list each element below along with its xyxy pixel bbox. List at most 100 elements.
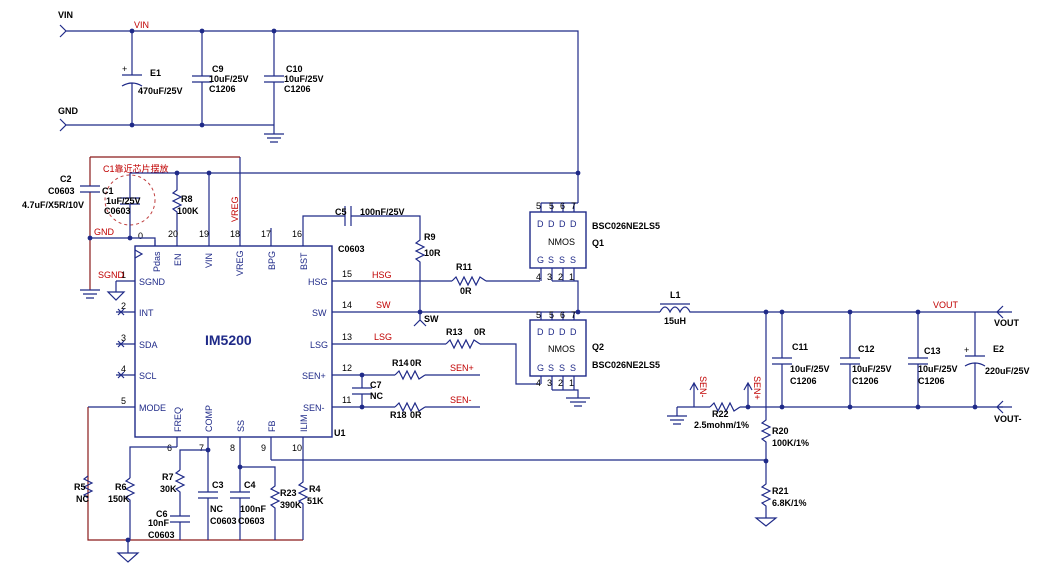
svg-text:SS: SS (236, 420, 246, 432)
svg-text:C9: C9 (212, 64, 224, 74)
svg-text:E1: E1 (150, 68, 161, 78)
capacitor-c7: C7 NC (352, 375, 383, 407)
svg-text:10uF/25V: 10uF/25V (918, 364, 958, 374)
svg-text:0R: 0R (474, 327, 486, 337)
vin-port-label: VIN (58, 10, 73, 20)
svg-text:C3: C3 (212, 480, 224, 490)
svg-text:D: D (559, 219, 566, 229)
svg-text:C1206: C1206 (918, 376, 945, 386)
svg-text:1: 1 (569, 272, 574, 282)
svg-text:17: 17 (261, 229, 271, 239)
svg-text:2.5mohm/1%: 2.5mohm/1% (694, 420, 749, 430)
svg-text:1: 1 (121, 270, 126, 280)
resistor-r22: R22 2.5mohm/1% (694, 401, 749, 430)
svg-text:220uF/25V: 220uF/25V (985, 366, 1030, 376)
capacitor-c3: C3 NC C0603 (198, 480, 237, 540)
capacitor-c2: C2 C0603 4.7uF/X5R/10V (22, 157, 100, 290)
svg-text:HSG: HSG (308, 277, 328, 287)
svg-text:30K: 30K (160, 484, 177, 494)
capacitor-c13: C13 10uF/25V C1206 (908, 312, 958, 407)
svg-text:C1206: C1206 (790, 376, 817, 386)
svg-text:R5: R5 (74, 482, 86, 492)
svg-text:11: 11 (342, 395, 351, 405)
vout-port-arrow (996, 305, 1012, 319)
resistor-r20: R20 100K/1% (760, 312, 809, 461)
svg-text:C11: C11 (792, 342, 808, 352)
svg-text:SW: SW (376, 300, 391, 310)
svg-text:R18: R18 (390, 410, 407, 420)
svg-text:R23: R23 (280, 488, 297, 498)
svg-text:C0603: C0603 (104, 206, 131, 216)
svg-text:C1206: C1206 (284, 84, 311, 94)
svg-text:SGND: SGND (139, 277, 166, 287)
svg-text:100nF: 100nF (240, 504, 267, 514)
svg-text:VREG: VREG (230, 196, 240, 222)
svg-text:SEN+: SEN+ (450, 363, 474, 373)
svg-text:COMP: COMP (204, 405, 214, 432)
svg-text:6: 6 (560, 201, 565, 211)
svg-text:SDA: SDA (139, 340, 158, 350)
resistor-r18: R18 0R (390, 401, 426, 420)
capacitor-c12: C12 10uF/25V C1206 (840, 312, 892, 407)
svg-text:10uF/25V: 10uF/25V (284, 74, 324, 84)
svg-text:S: S (548, 255, 554, 265)
resistor-r11: R11 0R (451, 262, 487, 296)
svg-text:HSG: HSG (372, 270, 392, 280)
compensation-network: R5 NC R6 150K R7 30K C6 10nF C0603 C3 NC (74, 407, 766, 563)
svg-text:VIN: VIN (204, 253, 214, 268)
svg-text:10R: 10R (424, 248, 441, 258)
sgnd-symbol (106, 281, 126, 301)
ic-supply-decoupling: VREG C1靠近芯片摆放 C2 C0603 4.7uF/X5R/10V C1 … (22, 156, 581, 301)
capacitor-c11: C11 10uF/25V C1206 (772, 312, 830, 407)
svg-text:8: 8 (230, 443, 235, 453)
svg-text:SEN-: SEN- (698, 376, 708, 398)
svg-text:R6: R6 (115, 482, 127, 492)
svg-text:2: 2 (558, 272, 563, 282)
svg-text:SEN+: SEN+ (302, 371, 326, 381)
svg-text:E2: E2 (993, 344, 1004, 354)
ic-left-pins: 1 SGND 2 INT 3 SDA 4 SCL 5 MODE (88, 270, 166, 413)
svg-text:0R: 0R (410, 358, 422, 368)
svg-text:BPG: BPG (267, 251, 277, 270)
svg-text:19: 19 (199, 229, 209, 239)
svg-text:5: 5 (536, 201, 541, 211)
capacitor-c9: C9 10uF/25V C1206 (192, 31, 249, 125)
svg-text:10nF: 10nF (148, 518, 170, 528)
svg-text:C12: C12 (858, 344, 875, 354)
capacitor-e2: + E2 220uF/25V (964, 312, 1030, 407)
svg-text:1uF/25V: 1uF/25V (106, 196, 141, 206)
resistor-r5: R5 NC (74, 475, 94, 504)
svg-text:100K/1%: 100K/1% (772, 438, 809, 448)
svg-text:NC: NC (76, 494, 89, 504)
svg-text:C1206: C1206 (209, 84, 236, 94)
svg-text:7: 7 (571, 310, 576, 320)
svg-text:S: S (548, 363, 554, 373)
svg-text:5: 5 (536, 310, 541, 320)
svg-text:C6: C6 (156, 509, 168, 519)
svg-text:R8: R8 (181, 194, 193, 204)
svg-text:Q1: Q1 (592, 238, 604, 248)
ic-top-pins: 0 Pdas 20 EN 19 VIN 18 VREG 17 BPG 16 BS… (138, 157, 309, 276)
placement-note: C1靠近芯片摆放 (103, 163, 169, 174)
ic-right-pins: 15 HSG 14 SW 13 LSG 12 SEN+ 11 SEN- (302, 269, 352, 413)
svg-text:SCL: SCL (139, 371, 157, 381)
output-stage: L1 15uH VOUT VOUT VOUT- C11 10uF/25V C12… (659, 290, 1030, 527)
svg-text:MODE: MODE (139, 403, 166, 413)
svg-text:C2: C2 (60, 174, 72, 184)
svg-text:BST: BST (299, 252, 309, 270)
svg-text:R4: R4 (309, 484, 321, 494)
svg-text:D: D (570, 327, 577, 337)
svg-text:C0603: C0603 (338, 244, 365, 254)
svg-text:D: D (537, 219, 544, 229)
svg-text:10uF/25V: 10uF/25V (852, 364, 892, 374)
svg-text:12: 12 (342, 363, 352, 373)
vin-net-label: VIN (134, 20, 149, 30)
svg-text:7: 7 (571, 201, 576, 211)
svg-text:S: S (559, 363, 565, 373)
svg-text:SW: SW (312, 308, 327, 318)
svg-text:3: 3 (547, 378, 552, 388)
svg-text:3: 3 (547, 272, 552, 282)
svg-text:6.8K/1%: 6.8K/1% (772, 498, 807, 508)
